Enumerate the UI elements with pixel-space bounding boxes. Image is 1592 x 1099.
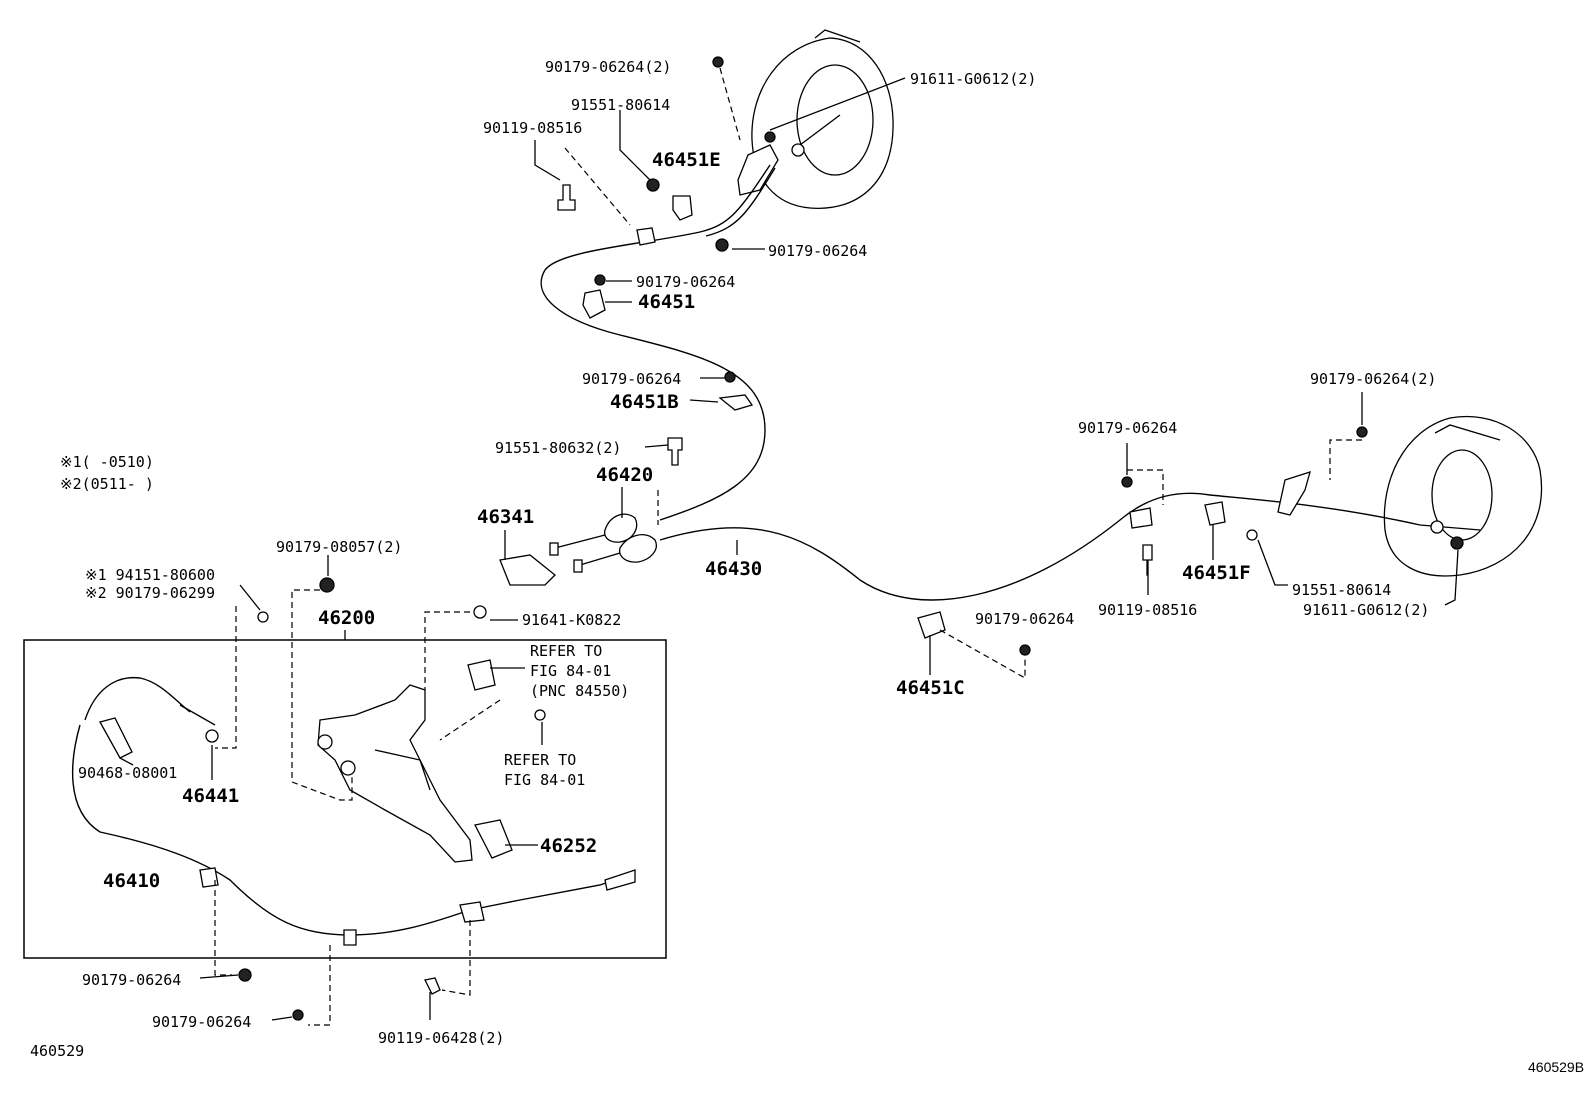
refer-note-1-line1: REFER TO (530, 642, 602, 660)
label-46420: 46420 (596, 464, 653, 486)
label-91611-g0612-2-top: 91611-G0612(2) (910, 70, 1036, 88)
label-90179-08057-2: 90179-08057(2) (276, 538, 402, 556)
label-90119-08516-top: 90119-08516 (483, 119, 582, 137)
label-90179-06264-2-right: 90179-06264(2) (1310, 370, 1436, 388)
label-90119-06428-2: 90119-06428(2) (378, 1029, 504, 1047)
label-94151-80600: ※1 94151-80600 (85, 566, 215, 584)
label-46451c: 46451C (896, 677, 965, 699)
label-90179-06264-right: 90179-06264 (1078, 419, 1177, 437)
label-90468-08001: 90468-08001 (78, 764, 177, 782)
label-46200: 46200 (318, 607, 375, 629)
lower-brake-backing-plate (1383, 415, 1543, 577)
refer-note-1-line2: FIG 84-01 (530, 662, 611, 680)
label-90179-06299: ※2 90179-06299 (85, 584, 215, 602)
label-91611-g0612-2-right: 91611-G0612(2) (1303, 601, 1429, 619)
upper-brake-backing-plate (737, 29, 894, 209)
label-90179-06264-bl1: 90179-06264 (82, 971, 181, 989)
legend-note-2: ※2(0511- ) (60, 475, 154, 493)
leader-lines (119, 77, 1459, 1021)
label-90179-06264-mid1: 90179-06264 (768, 242, 867, 260)
label-46341: 46341 (477, 506, 534, 528)
label-46430: 46430 (705, 558, 762, 580)
label-46410: 46410 (103, 870, 160, 892)
label-91551-80632-2: 91551-80632(2) (495, 439, 621, 457)
pedal-assembly-group-box (23, 639, 667, 959)
refer-note-2-line2: FIG 84-01 (504, 771, 585, 789)
label-46451: 46451 (638, 291, 695, 313)
label-90179-06264-mid2: 90179-06264 (636, 273, 735, 291)
legend-note-1: ※1( -0510) (60, 453, 154, 471)
label-91551-80614-top: 91551-80614 (571, 96, 670, 114)
label-46451b: 46451B (610, 391, 679, 413)
label-46252: 46252 (540, 835, 597, 857)
label-91551-80614-right: 91551-80614 (1292, 581, 1391, 599)
diagram-id: 460529 (30, 1042, 84, 1060)
label-46451f: 46451F (1182, 562, 1251, 584)
label-91641-k0822: 91641-K0822 (522, 611, 621, 629)
label-90119-08516-right: 90119-08516 (1098, 601, 1197, 619)
label-90179-06264-mid3: 90179-06264 (582, 370, 681, 388)
label-90179-06264-2-top: 90179-06264(2) (545, 58, 671, 76)
label-46441: 46441 (182, 785, 239, 807)
cables (71, 164, 1421, 936)
refer-note-2-line1: REFER TO (504, 751, 576, 769)
diagram-id-corner: 460529B (1528, 1059, 1584, 1075)
refer-note-1-line3: (PNC 84550) (530, 682, 629, 700)
label-46451e: 46451E (652, 149, 721, 171)
dashed-reference-lines (214, 67, 1362, 1026)
label-90179-06264-lower: 90179-06264 (975, 610, 1074, 628)
small-parts (99, 56, 1368, 1021)
label-90179-06264-bl2: 90179-06264 (152, 1013, 251, 1031)
part-labels: 90179-06264(2) 91611-G0612(2) 91551-8061… (30, 58, 1584, 1075)
